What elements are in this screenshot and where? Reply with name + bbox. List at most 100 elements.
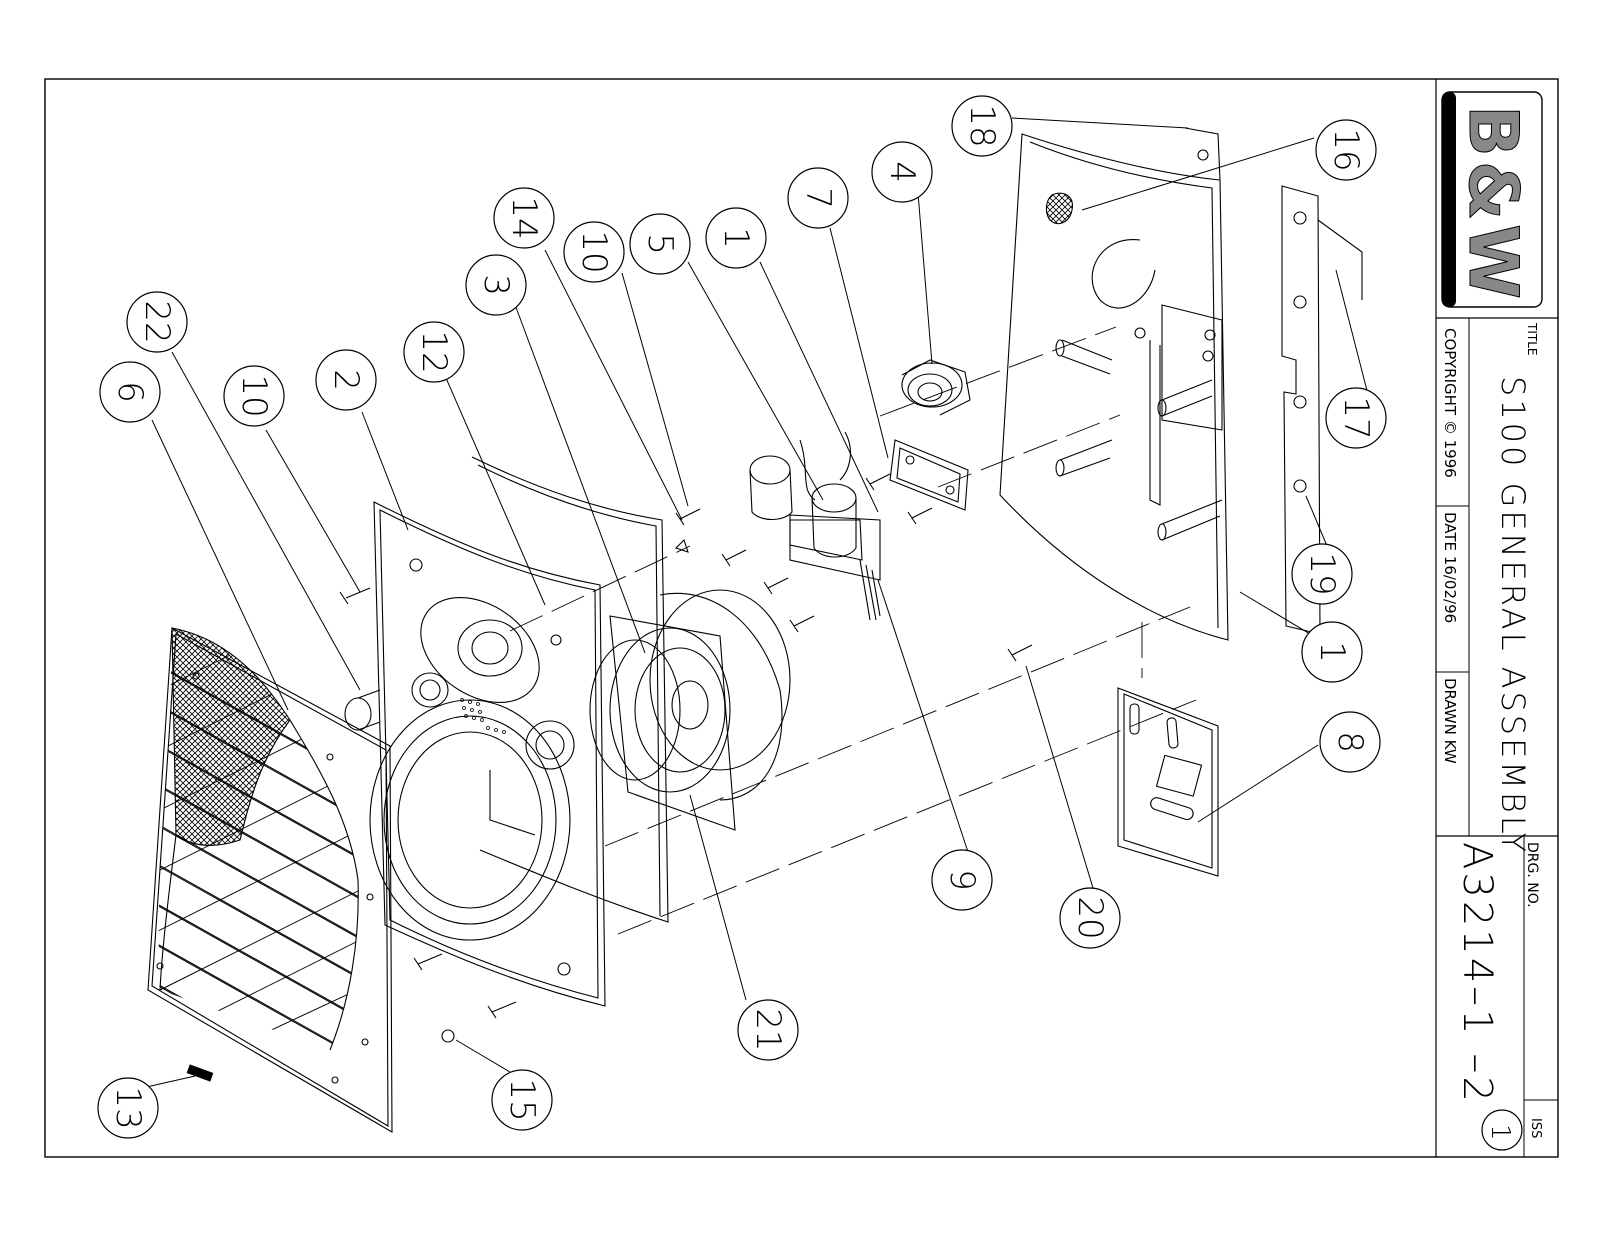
drawing-frame: [44, 78, 1559, 1158]
balloon-number: 2: [326, 369, 366, 391]
balloon-number: 1: [1312, 641, 1352, 663]
balloon-b6: 6: [99, 361, 161, 423]
tweeter: [901, 359, 971, 416]
balloon-b19: 19: [1291, 543, 1353, 605]
balloon-circle: [1319, 711, 1381, 773]
balloon-b1b: 1: [1301, 621, 1363, 683]
balloon-number: 14: [504, 196, 544, 239]
balloon-circle: [465, 254, 527, 316]
balloon-number: 12: [414, 330, 454, 373]
balloon-circle: [871, 141, 933, 203]
balloon-number: 16: [1326, 128, 1366, 171]
copyright-text: COPYRIGHT © 1996: [1441, 328, 1459, 478]
balloon-b21: 21: [737, 999, 799, 1061]
title-label: TITLE: [1525, 322, 1539, 355]
cabinet: [999, 127, 1229, 641]
balloon-b22: 22: [126, 291, 188, 353]
balloon-number: 7: [798, 187, 838, 209]
balloon-number: 19: [1302, 552, 1342, 595]
balloon-number: 10: [234, 374, 274, 417]
balloon-number: 5: [640, 233, 680, 255]
bass-driver: [609, 589, 791, 831]
balloon-b2: 2: [315, 349, 377, 411]
port-tube: [344, 689, 381, 731]
balloon-b18: 18: [951, 95, 1013, 157]
balloon-circle: [1301, 621, 1363, 683]
brand-logo: B&W: [1441, 91, 1543, 308]
o-ring: [589, 639, 681, 781]
balloon-circle: [1315, 119, 1377, 181]
balloon-number: 18: [962, 104, 1002, 147]
issue-label: ISS: [1528, 1118, 1543, 1138]
balloon-number: 4: [882, 161, 922, 183]
balloon-b10a: 10: [223, 365, 285, 427]
balloon-b4: 4: [871, 141, 933, 203]
drawn-text: DRAWN KW: [1441, 678, 1459, 764]
balloon-number: 13: [108, 1086, 148, 1129]
balloon-circle: [126, 291, 188, 353]
leader-lines: [141, 117, 1373, 1089]
issue-number: 1: [1485, 1124, 1515, 1141]
issue-circle: [1481, 1109, 1523, 1151]
balloon-number: 21: [748, 1008, 788, 1051]
damping-wadding: [1045, 192, 1073, 225]
screws: [339, 473, 1033, 1043]
balloon-b13: 13: [97, 1077, 159, 1139]
balloon-circle: [97, 1077, 159, 1139]
balloon-b20: 20: [1059, 887, 1121, 949]
balloon-b7: 7: [787, 167, 849, 229]
balloon-number: 1: [716, 227, 756, 249]
balloon-circle: [403, 321, 465, 383]
wall-plate: [1117, 687, 1219, 877]
balloon-b15: 15: [491, 1069, 553, 1131]
balloon-number: 20: [1070, 896, 1110, 939]
balloon-b5: 5: [629, 213, 691, 275]
balloon-circle: [563, 221, 625, 283]
balloon-circle: [951, 95, 1013, 157]
balloon-b16: 16: [1315, 119, 1377, 181]
balloon-circle: [787, 167, 849, 229]
drawing-number-label: DRG. NO.: [1524, 842, 1540, 908]
balloon-number: 17: [1336, 396, 1376, 439]
balloon-circle: [493, 187, 555, 249]
balloon-circle: [737, 999, 799, 1061]
balloon-b9: 9: [931, 849, 993, 911]
drawing-number: A3214–1 –2: [1454, 842, 1500, 1105]
date-text: DATE 16/02/96: [1441, 512, 1459, 623]
balloon-number: 22: [137, 300, 177, 343]
drawing-title: S100 GENERAL ASSEMBLY: [1494, 376, 1532, 855]
balloon-number: 9: [942, 869, 982, 891]
terminal-panel: [889, 439, 969, 511]
tweeter-cups: [749, 431, 863, 561]
balloon-b10b: 10: [563, 221, 625, 283]
balloon-circle: [1291, 543, 1353, 605]
balloon-circle: [223, 365, 285, 427]
logo-text: B&W: [1453, 105, 1532, 303]
balloon-circle: [99, 361, 161, 423]
crossover-board: [789, 514, 881, 621]
balloon-b14: 14: [493, 187, 555, 249]
balloon-b8: 8: [1319, 711, 1381, 773]
balloon-number: 15: [502, 1078, 542, 1121]
gasket: [471, 456, 669, 923]
front-baffle: [369, 501, 606, 1007]
balloon-number: 6: [110, 381, 150, 403]
balloon-b3: 3: [465, 254, 527, 316]
balloon-circle: [1059, 887, 1121, 949]
balloon-number: 8: [1330, 731, 1370, 753]
balloon-circle: [491, 1069, 553, 1131]
balloon-number: 3: [476, 274, 516, 296]
balloon-circle: [705, 207, 767, 269]
assembly-lines: [509, 326, 1197, 935]
bracket-rail: [1281, 185, 1363, 635]
balloon-circle: [1325, 387, 1387, 449]
balloon-b1a: 1: [705, 207, 767, 269]
front-grille: [147, 627, 393, 1133]
balloon-circle: [629, 213, 691, 275]
title-block: B&W TITLE S100 GENERAL ASSEMBLY COPYRIGH…: [1435, 79, 1558, 1157]
balloon-b12: 12: [403, 321, 465, 383]
badge: [186, 1064, 214, 1082]
balloon-circle: [315, 349, 377, 411]
